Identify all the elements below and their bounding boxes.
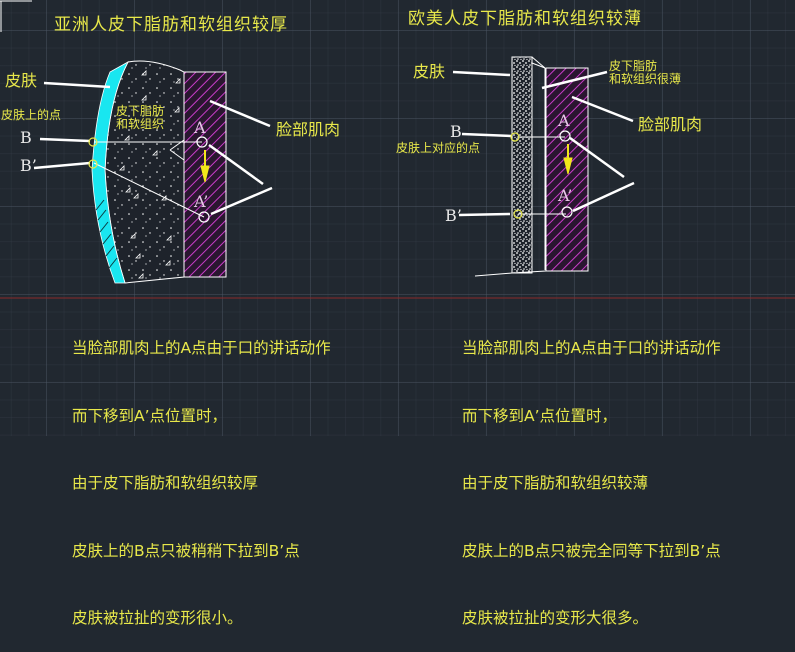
left-caption: 当脸部肌肉上的A点由于口的讲话动作 而下移到A’点位置时， 由于皮下脂肪和软组织… — [72, 339, 331, 627]
right-label-fat: 皮下脂肪 和软组织很薄 — [609, 59, 682, 86]
right-skin-band — [511, 56, 533, 274]
right-points — [510, 130, 573, 219]
left-skin-band — [91, 60, 129, 284]
left-point-b — [88, 137, 98, 147]
left-fat-region — [104, 60, 185, 284]
right-label-skin-point: 皮肤上对应的点 — [396, 141, 481, 155]
left-label-b: B — [20, 128, 32, 147]
left-label-skin-point: 皮肤上的点 — [1, 108, 62, 122]
left-label-skin: 皮肤 — [5, 71, 38, 90]
right-point-a-prime — [561, 206, 573, 218]
right-fat-thin-layer — [531, 56, 546, 270]
right-label-b: B — [450, 122, 462, 141]
right-point-a — [559, 130, 571, 142]
right-label-muscle: 脸部肌肉 — [638, 115, 703, 134]
right-down-arrow-icon — [563, 144, 573, 175]
left-points — [88, 136, 210, 223]
drawing-layer — [0, 0, 795, 299]
left-label-b-prime: B’ — [20, 156, 37, 175]
left-label-muscle: 脸部肌肉 — [276, 120, 341, 139]
left-point-a-prime — [198, 211, 210, 223]
left-point-b-prime — [88, 159, 98, 169]
left-label-a: A — [194, 118, 206, 137]
right-label-b-prime: B’ — [445, 206, 462, 225]
left-label-fat: 皮下脂肪 和软组织 — [116, 104, 165, 131]
left-down-arrow-icon — [200, 150, 210, 183]
left-label-a-prime: A’ — [194, 192, 209, 211]
right-caption: 当脸部肌肉上的A点由于口的讲话动作 而下移到A’点位置时， 由于皮下脂肪和软组织… — [462, 339, 721, 627]
left-point-a — [196, 136, 208, 148]
right-point-b — [510, 132, 520, 142]
cad-canvas[interactable]: 亚洲人皮下脂肪和软组织较厚 皮肤 皮肤上的点 B B’ 皮下脂肪 和软组织 A … — [0, 0, 795, 627]
right-point-b-prime — [513, 209, 523, 219]
right-label-a: A — [558, 111, 570, 130]
right-label-a-prime: A’ — [558, 186, 573, 205]
right-label-skin: 皮肤 — [413, 62, 446, 81]
left-title: 亚洲人皮下脂肪和软组织较厚 — [54, 15, 288, 35]
ucs-corner-marker — [0, 0, 32, 32]
right-title: 欧美人皮下脂肪和软组织较薄 — [408, 9, 642, 29]
